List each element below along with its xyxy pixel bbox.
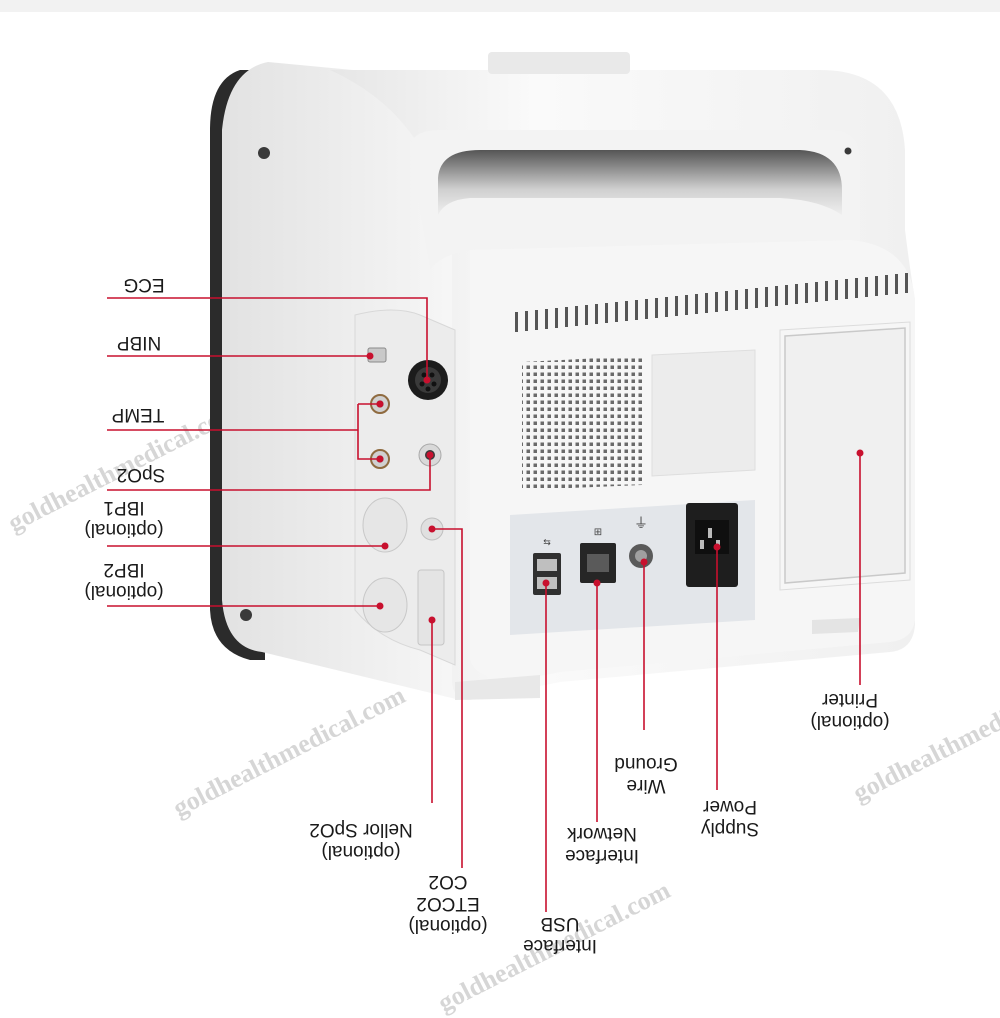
label-usb-line-1: USB bbox=[540, 913, 580, 934]
label-ecg: ECG bbox=[123, 274, 165, 295]
leader-ecg bbox=[107, 297, 428, 380]
label-ground-wire: Wire Ground bbox=[604, 752, 688, 796]
label-ibp2-line-2: (optional) bbox=[84, 581, 164, 602]
svg-text:⏚: ⏚ bbox=[634, 516, 648, 532]
label-ground-line-1: Ground bbox=[614, 753, 678, 774]
label-power-line-2: Supply bbox=[700, 818, 760, 839]
label-co2-etco2: (optional) ETCO2 CO2 bbox=[398, 870, 498, 936]
label-co2-line-1: CO2 bbox=[428, 871, 468, 892]
label-ibp1-line-1: IBP1 bbox=[103, 497, 145, 518]
label-spo2: SpO2 bbox=[116, 464, 166, 485]
leader-spo2 bbox=[107, 455, 431, 491]
label-ground-line-2: Wire bbox=[626, 775, 666, 796]
label-printer-line-1: Printer bbox=[822, 689, 878, 710]
label-network-line-1: Network bbox=[567, 823, 637, 844]
label-nibp: NIBP bbox=[116, 332, 162, 353]
label-ibp2: (optional) IBP2 bbox=[74, 558, 174, 602]
label-ibp2-line-1: IBP2 bbox=[103, 559, 145, 580]
label-usb-line-2: Interface bbox=[523, 935, 597, 956]
label-co2-line-2: ETCO2 bbox=[416, 893, 480, 914]
label-network-line-2: Interface bbox=[565, 845, 639, 866]
label-network-interface: Interface Network bbox=[552, 822, 652, 866]
leader-temp bbox=[107, 403, 380, 460]
label-power-supply: Supply Power bbox=[688, 795, 772, 839]
label-power-line-1: Power bbox=[703, 796, 757, 817]
label-nellor-line-2: (optional) bbox=[321, 841, 401, 862]
label-ibp1-line-2: (optional) bbox=[84, 519, 164, 540]
label-nellor-spo2: (optional) Nellor SpO2 bbox=[296, 818, 426, 862]
label-ibp1: (optional) IBP1 bbox=[74, 496, 174, 540]
leader-co2 bbox=[432, 528, 463, 868]
label-co2-line-3: (optional) bbox=[408, 915, 488, 936]
label-usb-interface: Interface USB bbox=[510, 912, 610, 956]
label-printer: (optional) Printer bbox=[800, 688, 900, 732]
svg-text:⊞: ⊞ bbox=[594, 527, 602, 538]
label-printer-line-2: (optional) bbox=[810, 711, 890, 732]
svg-text:⇆: ⇆ bbox=[543, 538, 551, 548]
label-temp: TEMP bbox=[111, 404, 165, 425]
label-nellor-line-1: Nellor SpO2 bbox=[309, 819, 413, 840]
